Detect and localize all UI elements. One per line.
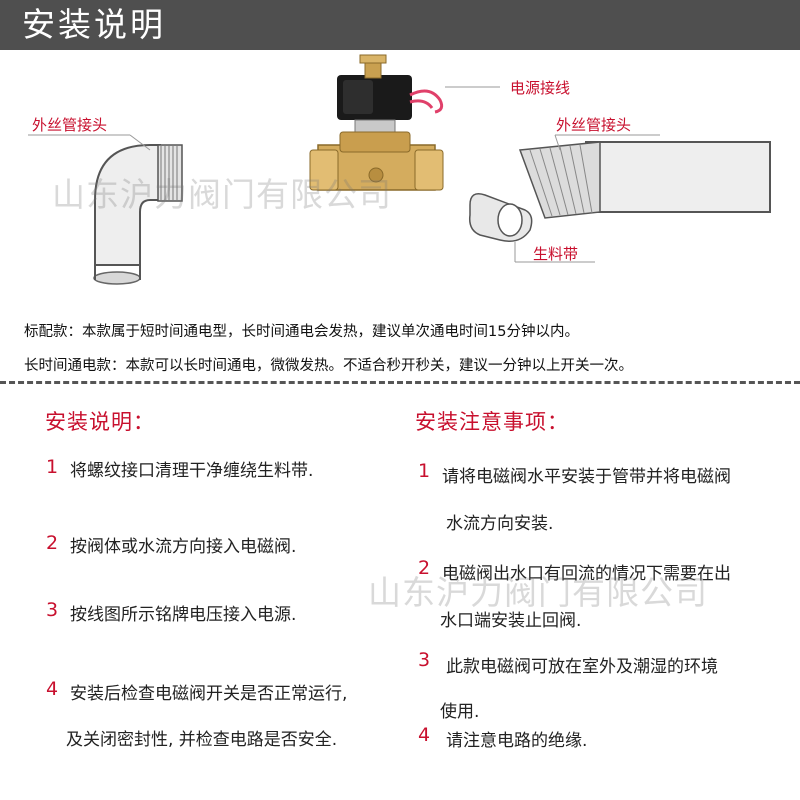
install-item-number: 2 [46, 532, 59, 554]
watermark-top: 山东沪力阀门有限公司 [52, 175, 392, 214]
diagram-drawing [28, 54, 771, 285]
caution-item-text: 请注意电路的绝缘. [446, 731, 588, 751]
caution-item-text: 此款电磁阀可放在室外及潮湿的环境 [446, 657, 718, 677]
caution-item-number: 2 [418, 557, 431, 579]
install-section-title: 安装说明： [45, 410, 155, 434]
left-fitting-label: 外丝管接头 [32, 116, 108, 134]
dashed-divider [0, 381, 800, 384]
header-bar: 安装说明 [0, 0, 800, 50]
caution-item-text-continued: 使用. [440, 702, 480, 722]
installation-diagram: 电源接线 外丝管接头 外丝管接头 生料带 山东沪力阀门有限公司 [0, 50, 800, 300]
note-longtime: 长时间通电款：本款可以长时间通电，微微发热。不适合秒开秒关，建议一分钟以上开关一… [24, 358, 633, 374]
caution-item-text: 请将电磁阀水平安装于管带并将电磁阀 [442, 467, 731, 487]
right-fitting-label: 外丝管接头 [556, 116, 632, 134]
install-item-text: 按阀体或水流方向接入电磁阀. [70, 537, 297, 557]
caution-item-number: 3 [418, 649, 431, 671]
right-pipe-assembly [468, 141, 771, 242]
install-item-text: 将螺纹接口清理干净缠绕生料带. [70, 461, 314, 481]
caution-item-text-continued: 水口端安装止回阀. [440, 611, 582, 631]
install-item-number: 4 [46, 678, 59, 700]
caution-item-number: 4 [418, 724, 431, 746]
install-item-number: 1 [46, 456, 59, 478]
watermark-bottom: 山东沪力阀门有限公司 [368, 573, 708, 612]
caution-item-text-continued: 水流方向安装. [446, 514, 554, 534]
caution-item-text: 电磁阀出水口有回流的情况下需要在出 [442, 564, 731, 584]
install-item-number: 3 [46, 599, 59, 621]
cautions-section-title: 安装注意事项： [415, 410, 569, 434]
left-elbow-pipe [93, 144, 183, 285]
install-item-text: 按线图所示铭牌电压接入电源. [70, 605, 297, 625]
power-wiring-label: 电源接线 [510, 79, 571, 97]
caution-item-number: 1 [418, 460, 431, 482]
tape-label: 生料带 [533, 245, 579, 263]
install-item-text-continued: 及关闭密封性, 并检查电路是否安全. [66, 730, 338, 750]
install-item-text: 安装后检查电磁阀开关是否正常运行, [70, 684, 348, 704]
page-title: 安装说明 [22, 5, 166, 44]
note-standard: 标配款：本款属于短时间通电型，长时间通电会发热，建议单次通电时间15分钟以内。 [24, 324, 579, 340]
solenoid-valve [309, 54, 444, 191]
